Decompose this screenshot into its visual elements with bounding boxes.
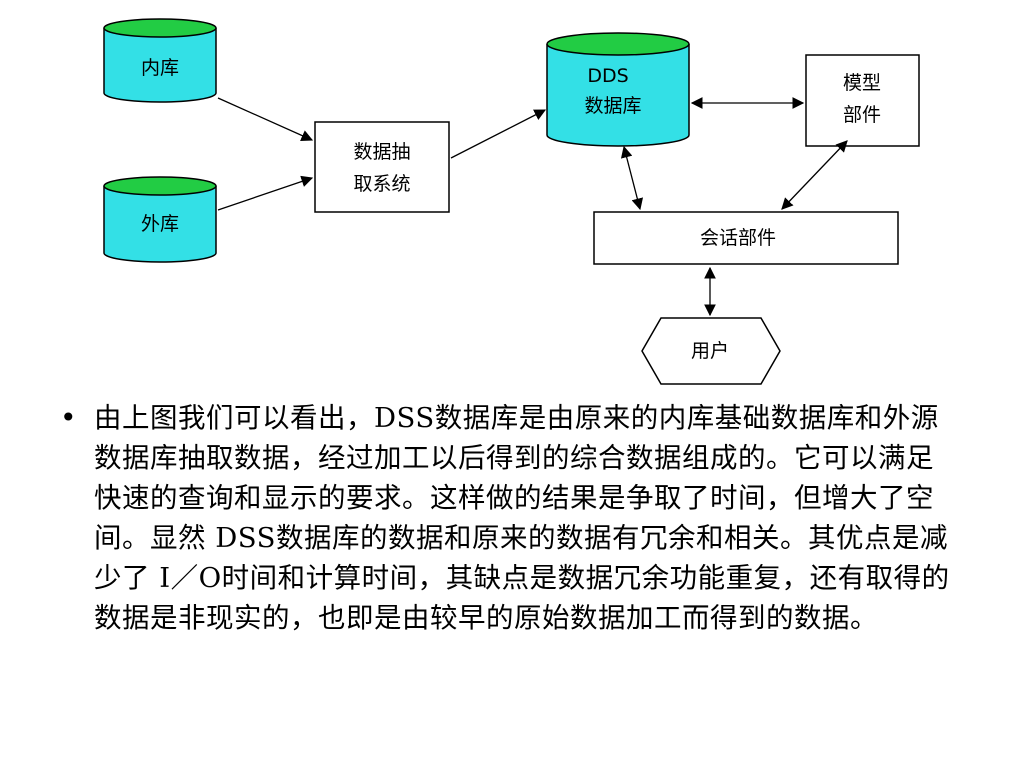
- inner-database-label: 内库: [141, 57, 179, 79]
- outer-database-label: 外库: [141, 213, 179, 235]
- dss-architecture-diagram: 内库 外库 数据抽 取系统 DDS 数据库 模型 部件 会话部件 用户: [103, 18, 920, 385]
- model-component-label-line1: 模型: [843, 72, 881, 94]
- model-component-node: 模型 部件: [805, 54, 920, 147]
- bullet-text: 由上图我们可以看出，DSS数据库是由原来的内库基础数据库和外源数据库抽取数据，经…: [94, 402, 950, 634]
- arrow-extract-to-dds: [450, 109, 547, 159]
- session-component-node: 会话部件: [593, 211, 899, 265]
- user-node: 用户: [641, 317, 781, 385]
- arrow-outer-to-extract: [217, 175, 314, 211]
- dds-database-node: DDS 数据库: [546, 32, 690, 147]
- outer-database-node: 外库: [103, 176, 217, 263]
- arrow-dds-session: [620, 145, 644, 211]
- dds-database-label-line1: DDS: [587, 65, 628, 87]
- model-component-label-line2: 部件: [843, 104, 881, 126]
- arrow-model-session: [781, 140, 848, 210]
- extraction-system-node: 数据抽 取系统: [314, 121, 450, 213]
- extraction-system-label-line2: 取系统: [353, 173, 410, 195]
- arrow-inner-to-extract: [217, 97, 314, 142]
- bullet-marker: •: [60, 401, 77, 434]
- session-component-label: 会话部件: [700, 227, 776, 249]
- extraction-system-label-line1: 数据抽: [353, 141, 410, 163]
- user-label: 用户: [691, 340, 729, 362]
- inner-database-node: 内库: [103, 18, 217, 103]
- dds-database-label-line2: 数据库: [584, 95, 641, 117]
